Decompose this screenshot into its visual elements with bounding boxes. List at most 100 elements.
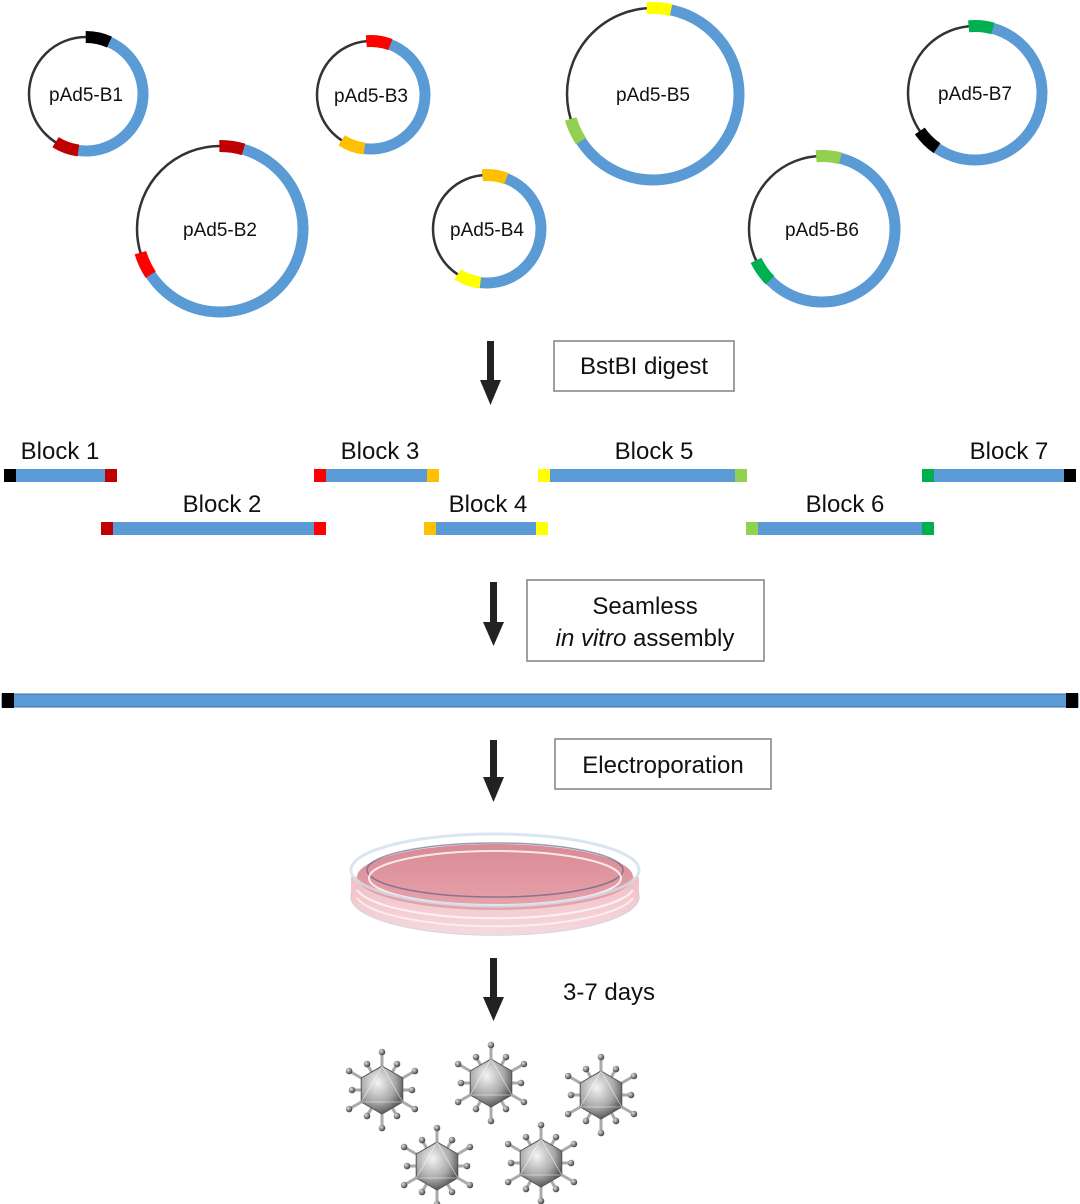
down-arrow-icon xyxy=(483,582,504,646)
down-arrow-icon xyxy=(480,341,501,405)
virus-fiber-knob xyxy=(363,1112,371,1120)
virus-fiber-knob xyxy=(570,1178,578,1186)
virus-fiber-knob xyxy=(564,1072,572,1080)
step-digest: BstBI digest xyxy=(480,340,735,405)
assembly-label-italic: in vitro xyxy=(556,625,627,652)
virus-fiber-knob xyxy=(418,1188,426,1196)
plasmid-3: pAd5-B3 xyxy=(315,35,431,155)
virus-fiber-knob xyxy=(504,1178,512,1186)
assembly-label-line1: Seamless xyxy=(592,593,697,620)
genome-right-itr-marker xyxy=(1066,693,1078,708)
virus-capsid-facet xyxy=(579,1070,623,1108)
virus-fiber-knob xyxy=(537,1121,545,1129)
virus-fiber-knob xyxy=(472,1105,480,1113)
plasmid-end-site-marker xyxy=(564,117,587,145)
virus-fiber-knob xyxy=(630,1072,638,1080)
genome-bar xyxy=(1,693,1079,708)
block-label: Block 4 xyxy=(449,491,528,518)
plasmid-insert-arc xyxy=(350,36,431,155)
virus-fiber-knob xyxy=(378,1048,386,1056)
plasmid-insert-arc xyxy=(64,32,149,157)
virus-fiber-knob xyxy=(345,1067,353,1075)
virus-fiber-knob xyxy=(517,1079,525,1087)
plasmid-end-site-marker xyxy=(454,269,482,289)
block-left-site-marker xyxy=(538,469,550,482)
step-incubation: 3-7 days xyxy=(483,958,655,1021)
block-4: Block 4 xyxy=(424,491,548,535)
virus-fiber-knob xyxy=(400,1143,408,1151)
genome-left-itr-marker xyxy=(2,693,14,708)
plasmid-label: pAd5-B4 xyxy=(450,220,524,241)
adenovirus-particle-icon xyxy=(504,1121,578,1204)
virus-capsid xyxy=(469,1058,513,1108)
plasmid-start-site-marker xyxy=(85,31,112,48)
plasmid-end-site-marker xyxy=(338,135,366,155)
assembly-label-line2: in vitro assembly xyxy=(556,625,735,652)
virus-fiber-knob xyxy=(348,1086,356,1094)
virus-fiber-knob xyxy=(448,1136,456,1144)
virus-fiber-knob xyxy=(363,1060,371,1068)
virus-fiber-knob xyxy=(466,1143,474,1151)
plasmid-7: pAd5-B7 xyxy=(906,20,1048,166)
virus-fiber-knob xyxy=(537,1197,545,1204)
block-1: Block 1 xyxy=(4,438,117,482)
plasmid-label: pAd5-B5 xyxy=(616,85,690,106)
block-label: Block 1 xyxy=(21,438,100,465)
block-right-site-marker xyxy=(536,522,548,535)
block-7: Block 7 xyxy=(922,438,1076,482)
virus-fiber-knob xyxy=(418,1136,426,1144)
virus-fiber-knob xyxy=(567,1091,575,1099)
block-right-site-marker xyxy=(922,522,934,535)
virus-fiber-knob xyxy=(552,1185,560,1193)
block-label: Block 3 xyxy=(341,438,420,465)
virus-fiber-knob xyxy=(463,1162,471,1170)
adenovirus-particle-icon xyxy=(400,1124,474,1204)
virus-fiber-knob xyxy=(567,1159,575,1167)
block-label: Block 5 xyxy=(615,438,694,465)
virus-capsid-facet xyxy=(360,1065,404,1103)
assembly-label-box xyxy=(526,579,765,662)
block-fragment-bar xyxy=(746,522,934,535)
plasmid-end-site-marker xyxy=(750,257,775,285)
block-left-site-marker xyxy=(424,522,436,535)
block-5: Block 5 xyxy=(538,438,747,482)
block-fragment-bar xyxy=(538,469,747,482)
adenovirus-particle-icon xyxy=(345,1048,419,1132)
virus-fiber-knob xyxy=(378,1124,386,1132)
virus-fiber-knob xyxy=(582,1117,590,1125)
virus-fiber-knob xyxy=(487,1117,495,1125)
virus-fiber-knob xyxy=(400,1181,408,1189)
step-assembly: Seamless in vitro assembly xyxy=(483,579,765,662)
adenovirus-particle-icon xyxy=(454,1041,528,1125)
virus-fiber-knob xyxy=(522,1133,530,1141)
block-right-site-marker xyxy=(1064,469,1076,482)
block-3: Block 3 xyxy=(314,438,439,482)
block-fragment-bar xyxy=(101,522,326,535)
plasmid-end-site-marker xyxy=(52,136,80,157)
virus-fiber-knob xyxy=(403,1162,411,1170)
virus-fiber-knob xyxy=(570,1140,578,1148)
virus-fiber-knob xyxy=(502,1053,510,1061)
virus-fiber-knob xyxy=(552,1133,560,1141)
plasmid-label: pAd5-B1 xyxy=(49,85,123,106)
plasmid-end-site-marker xyxy=(134,250,156,279)
virus-fiber-knob xyxy=(502,1105,510,1113)
plasmid-insert-arc xyxy=(923,20,1048,166)
block-fragment-bar xyxy=(922,469,1076,482)
block-left-site-marker xyxy=(101,522,113,535)
plasmid-group: pAd5-B1 pAd5-B2 pAd5-B3 pAd5-B4 pAd5-B5 pAd5-… xyxy=(27,2,1048,318)
virus-fiber-knob xyxy=(433,1200,441,1204)
virus-fiber-knob xyxy=(448,1188,456,1196)
virus-fiber-knob xyxy=(504,1140,512,1148)
block-right-site-marker xyxy=(735,469,747,482)
virus-capsid xyxy=(519,1138,563,1188)
block-label: Block 2 xyxy=(183,491,262,518)
block-right-site-marker xyxy=(427,469,439,482)
block-left-site-marker xyxy=(4,469,16,482)
virus-fiber-knob xyxy=(627,1091,635,1099)
adenovirus-particle-icon xyxy=(564,1053,638,1137)
plasmid-label: pAd5-B2 xyxy=(183,220,257,241)
virus-capsid-facet xyxy=(469,1058,513,1096)
plasmid-start-site-marker xyxy=(646,2,673,16)
virus-fiber-knob xyxy=(520,1060,528,1068)
